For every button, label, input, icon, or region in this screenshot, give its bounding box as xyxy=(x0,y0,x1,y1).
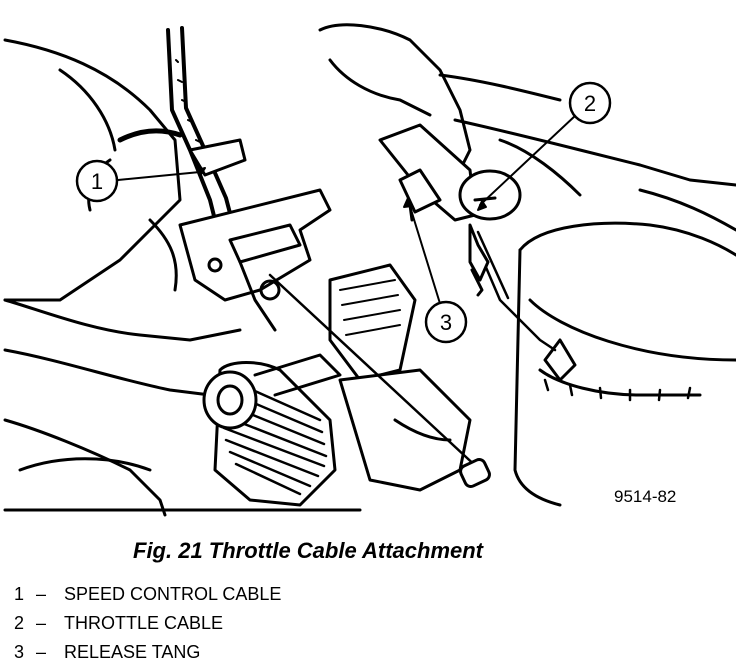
callout-3-label: 3 xyxy=(440,310,452,335)
callout-2-label: 2 xyxy=(584,91,596,116)
legend-label: SPEED CONTROL CABLE xyxy=(64,584,282,604)
drawing-number: 9514-82 xyxy=(614,487,677,506)
throttle-cable-illustration: 1 2 3 9514-82 xyxy=(3,23,736,517)
callout-3: 3 xyxy=(424,300,468,344)
figure-caption: Fig. 21 Throttle Cable Attachment xyxy=(133,538,484,563)
legend-number: 3 xyxy=(14,642,25,662)
legend-separator: – xyxy=(36,642,47,662)
engine-manifold xyxy=(3,38,362,517)
throttle-cable xyxy=(268,223,557,488)
speed-control-cable xyxy=(166,26,247,242)
legend-item: 3–RELEASE TANG xyxy=(14,638,281,667)
callout-2: 2 xyxy=(568,81,612,125)
legend-separator: – xyxy=(36,613,47,633)
callout-1-label: 1 xyxy=(91,169,103,194)
legend-item: 1–SPEED CONTROL CABLE xyxy=(14,580,281,609)
legend-separator: – xyxy=(36,584,47,604)
hand-holding-connector xyxy=(318,23,736,222)
throttle-body xyxy=(202,263,472,507)
legend-label: THROTTLE CABLE xyxy=(64,613,224,633)
legend-list: 1–SPEED CONTROL CABLE 2–THROTTLE CABLE 3… xyxy=(14,580,281,667)
callout-leaders xyxy=(117,114,577,311)
legend-item: 2–THROTTLE CABLE xyxy=(14,609,281,638)
legend-number: 2 xyxy=(14,613,25,633)
air-cleaner-housing xyxy=(498,138,736,507)
callout-1: 1 xyxy=(75,159,119,203)
cable-bracket xyxy=(178,188,332,332)
legend-number: 1 xyxy=(14,584,25,604)
legend-label: RELEASE TANG xyxy=(64,642,201,662)
